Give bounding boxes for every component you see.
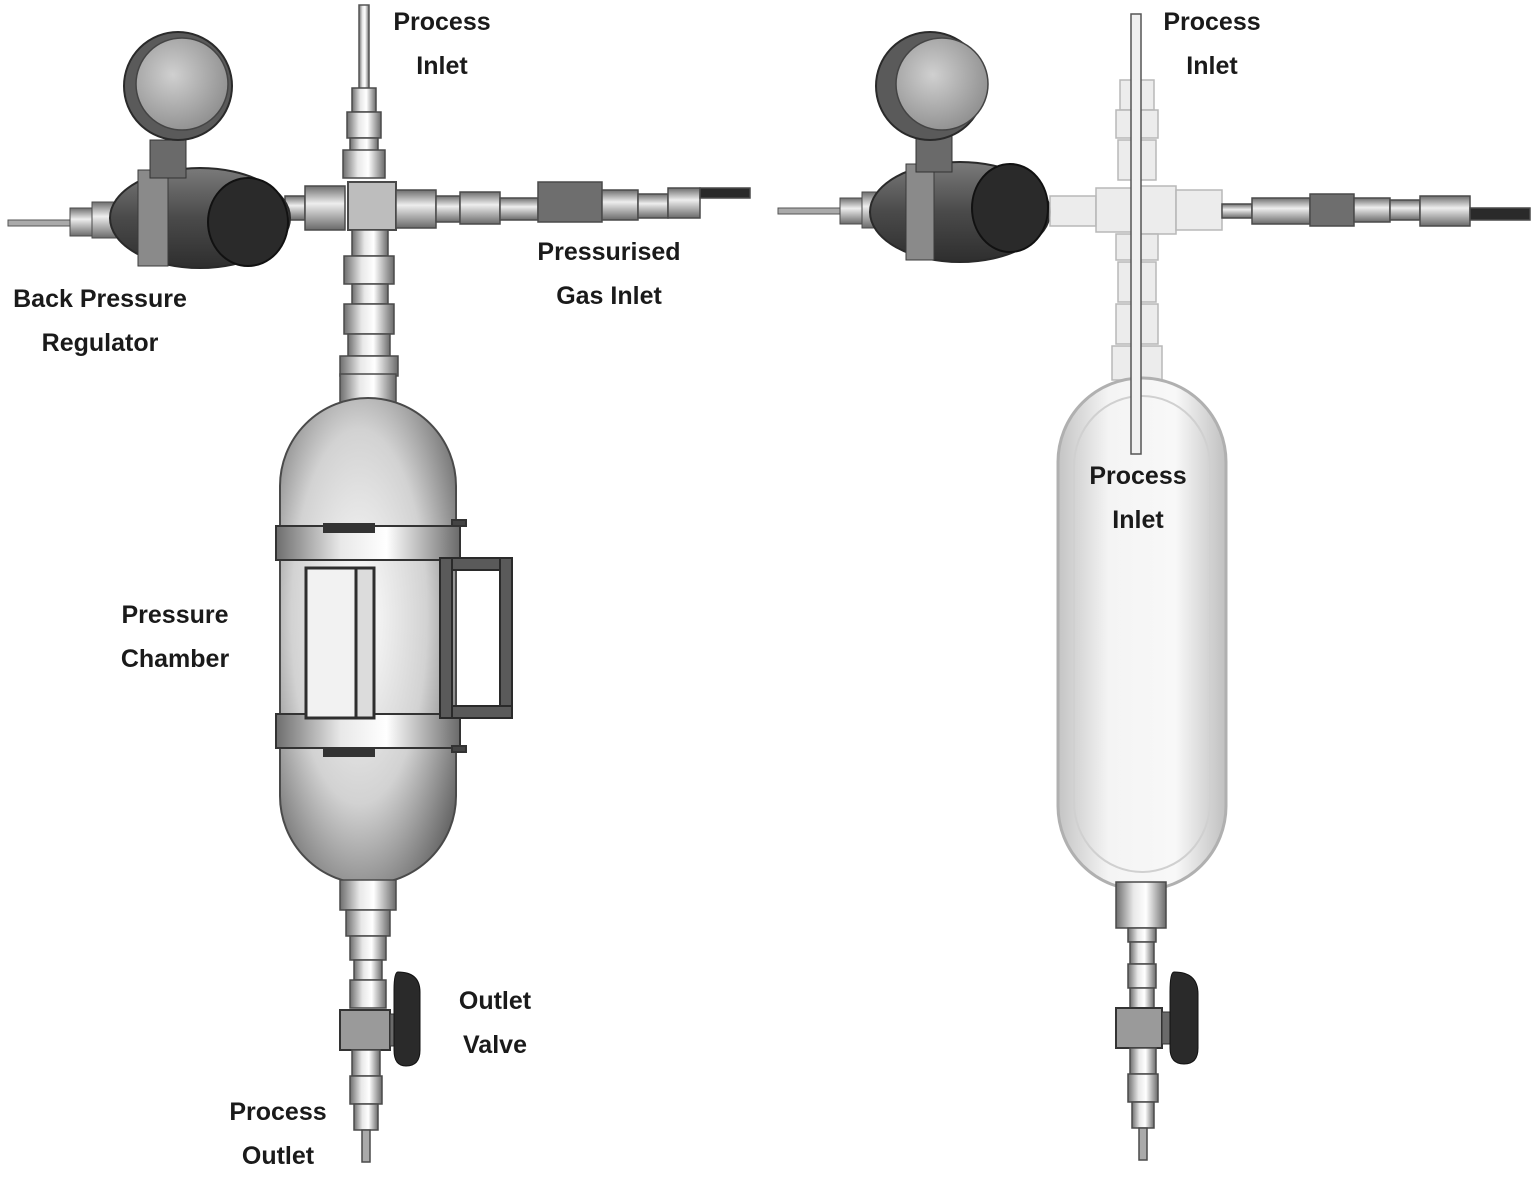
right-lower-fittings bbox=[1115, 881, 1167, 1009]
right-apparatus bbox=[777, 13, 1531, 1161]
outlet-valve bbox=[339, 971, 421, 1067]
label-back-pressure-regulator: Back Pressure Regulator bbox=[13, 285, 187, 357]
right-pressure-gauge bbox=[875, 31, 989, 141]
left-top-fittings bbox=[342, 87, 386, 179]
left-process-inlet-tube bbox=[358, 4, 370, 91]
label-outlet-valve: Outlet Valve bbox=[458, 987, 532, 1059]
left-regulator-connection bbox=[284, 185, 346, 231]
label-process-inlet-right-top: Process Inlet bbox=[1163, 8, 1261, 80]
right-outlet-valve bbox=[1115, 971, 1199, 1065]
pressure-gauge bbox=[123, 31, 233, 141]
label-process-inlet-right-inner: Process Inlet bbox=[1089, 462, 1187, 534]
chamber-handle bbox=[439, 557, 513, 719]
right-process-inlet-dip-tube bbox=[1130, 13, 1142, 455]
right-process-outlet bbox=[1127, 1047, 1159, 1161]
regulator-knob bbox=[207, 177, 289, 267]
chamber-clamps bbox=[275, 519, 467, 757]
left-lower-fittings bbox=[339, 879, 397, 1009]
right-pressurised-gas-line bbox=[1221, 193, 1531, 227]
right-back-pressure-regulator bbox=[777, 133, 1051, 263]
back-pressure-regulator bbox=[7, 139, 291, 269]
outlet-valve-handle bbox=[393, 971, 421, 1067]
label-pressurised-gas-inlet: Pressurised Gas Inlet bbox=[537, 238, 681, 310]
chamber-window bbox=[304, 566, 376, 720]
left-chamber-upper-fittings bbox=[339, 229, 399, 377]
label-pressure-chamber: Pressure Chamber bbox=[120, 601, 230, 673]
label-process-outlet: Process Outlet bbox=[229, 1098, 327, 1170]
left-process-outlet bbox=[349, 1049, 383, 1163]
left-cross-fitting bbox=[347, 181, 397, 231]
label-process-inlet-left: Process Inlet bbox=[393, 8, 491, 80]
pressurised-gas-inlet-line bbox=[395, 181, 751, 229]
left-apparatus bbox=[7, 4, 751, 1163]
